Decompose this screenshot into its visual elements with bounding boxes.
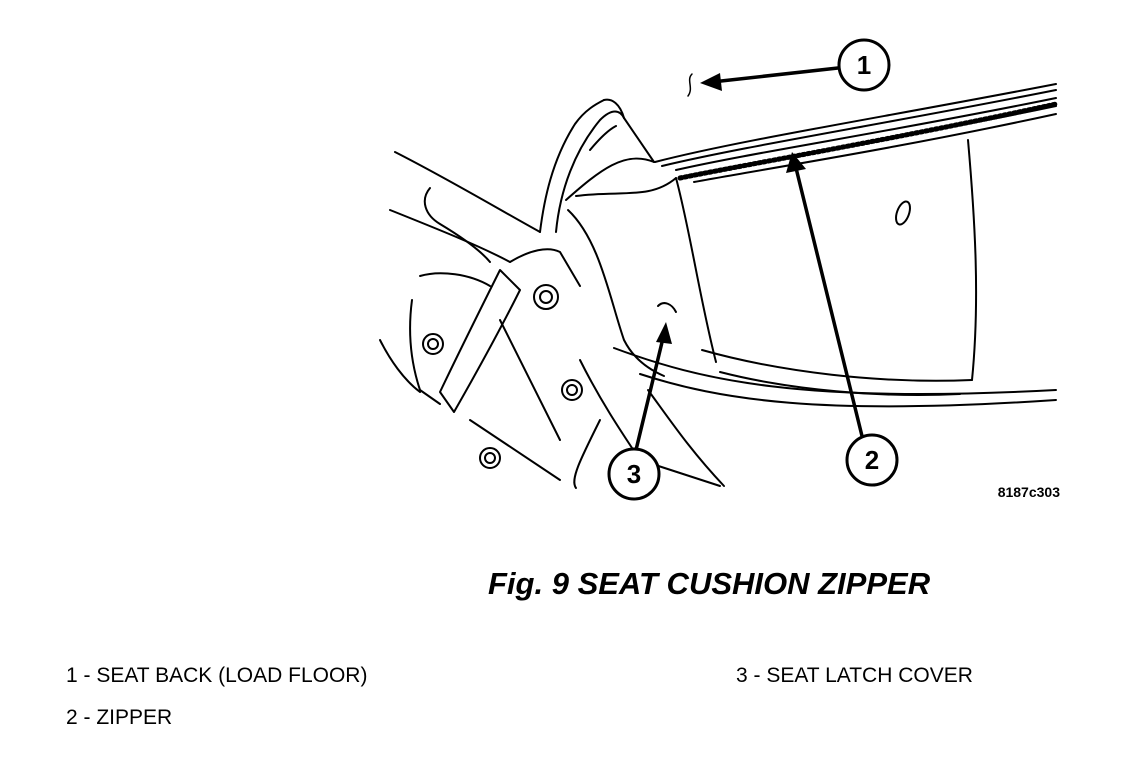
callout-circle-1	[837, 38, 891, 92]
callout-number-2: 2	[865, 445, 879, 475]
figure-code: 8187c303	[998, 484, 1061, 500]
callout-leader-lines	[634, 66, 864, 452]
callout-circle-3	[607, 447, 661, 501]
figure-caption: Fig. 9 SEAT CUSHION ZIPPER	[488, 566, 931, 601]
callout-circle-2	[845, 433, 899, 487]
callout-number-3: 3	[627, 459, 641, 489]
seat-cushion-outline	[613, 83, 1059, 408]
legend-item-seat-latch-cover: 3 - SEAT LATCH COVER	[736, 664, 973, 687]
seat-back-squiggle	[687, 73, 693, 97]
seat-latch-cover-outline	[539, 98, 677, 377]
seat-frame-outline	[379, 151, 725, 489]
arrowhead-2	[786, 152, 806, 173]
legend-item-seat-back: 1 - SEAT BACK (LOAD FLOOR)	[66, 664, 368, 687]
leader-line-2	[794, 166, 864, 438]
arrowhead-1	[700, 73, 722, 91]
arrowhead-3	[656, 322, 672, 344]
callout-circles	[607, 38, 899, 501]
legend-item-zipper: 2 - ZIPPER	[66, 706, 173, 729]
callout-number-1: 1	[857, 50, 871, 80]
leader-line-3	[634, 332, 666, 452]
callout-arrowheads	[656, 73, 806, 344]
leader-line-1	[710, 66, 840, 84]
